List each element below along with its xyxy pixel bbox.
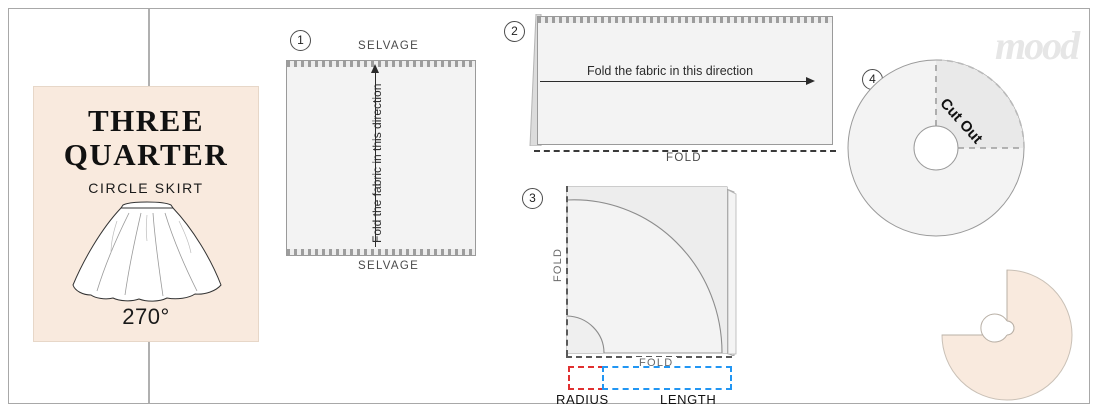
- step4-circle-diagram: [847, 59, 1025, 237]
- step2-arrow-head: [806, 77, 815, 85]
- step-number-1: 1: [290, 30, 311, 51]
- title-subtitle: CIRCLE SKIRT: [88, 180, 204, 196]
- step3-fold-line-left: [566, 186, 568, 356]
- degrees-label: 270°: [122, 304, 170, 329]
- step1-arrow-label: Fold the fabric in this direction: [370, 83, 384, 243]
- step3-radius-measure-box: [568, 366, 604, 390]
- step2-fold-line: [534, 150, 836, 152]
- step3-length-measure-box: [602, 366, 732, 390]
- step2-arrow-shaft: [540, 81, 808, 82]
- step3-cutting-layout: [566, 186, 728, 354]
- skirt-illustration-icon: [72, 201, 222, 302]
- step2-fabric-rectangle: [537, 16, 833, 145]
- step1-selvage-bottom-label: SELVAGE: [358, 260, 420, 272]
- result-three-quarter-circle-piece: [941, 269, 1073, 401]
- step-number-3: 3: [522, 188, 543, 209]
- step1-arrow-head: [371, 64, 379, 73]
- title-card: THREE QUARTER CIRCLE SKIRT 270°: [33, 86, 259, 342]
- title-line-1: THREE: [87, 103, 205, 138]
- step3-radius-label: RADIUS: [556, 392, 609, 407]
- step2-fold-label: FOLD: [666, 152, 702, 164]
- step1-arrow-shaft: [375, 72, 376, 247]
- step1-selvage-edge-bottom: [287, 249, 475, 255]
- mood-logo-watermark: mood: [995, 23, 1080, 68]
- step1-selvage-edge-top: [287, 61, 475, 67]
- step3-length-label: LENGTH: [660, 392, 717, 407]
- title-line-2: QUARTER: [63, 137, 229, 172]
- step1-fabric-rectangle: [286, 60, 476, 256]
- step2-selvage-edge-top: [538, 17, 832, 23]
- step1-selvage-top-label: SELVAGE: [358, 40, 420, 52]
- step2-arrow-label: Fold the fabric in this direction: [584, 64, 757, 78]
- step-number-2: 2: [504, 21, 525, 42]
- step3-fold-label-left: FOLD: [552, 247, 564, 282]
